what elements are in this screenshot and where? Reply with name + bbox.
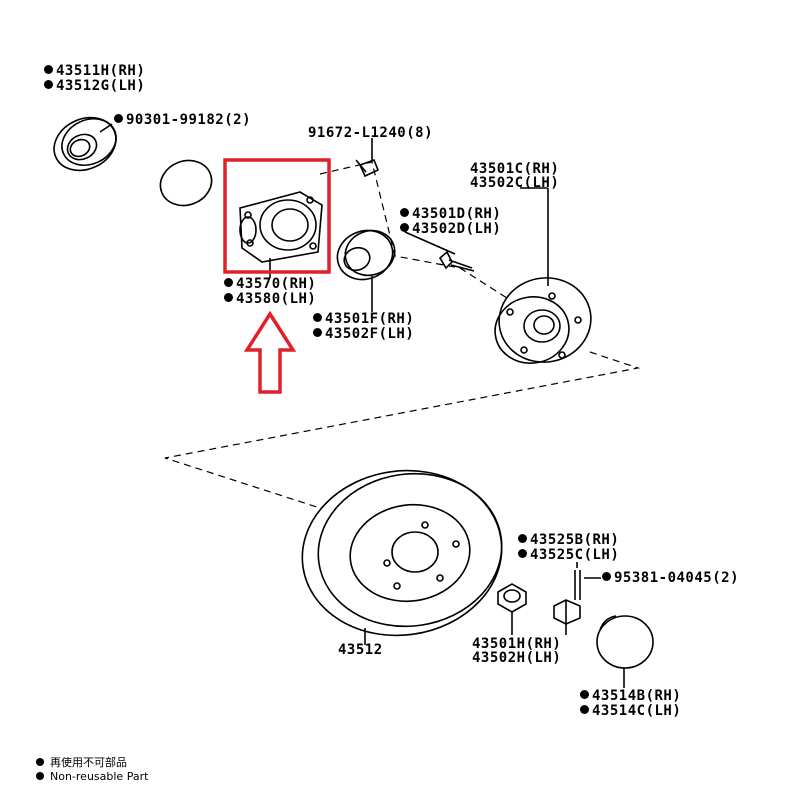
hub-seal-part xyxy=(336,229,396,281)
part-label-cap-rh: 43514B(RH) xyxy=(580,689,681,704)
part-label-disc: 43512 xyxy=(338,642,383,658)
cotter-pin-part xyxy=(574,570,581,600)
part-label-hub-rh: 43501C(RH) xyxy=(470,161,560,177)
non-reusable-dot-icon xyxy=(518,534,527,543)
non-reusable-dot-icon xyxy=(36,772,44,780)
non-reusable-dot-icon xyxy=(44,80,53,89)
top-bolt-part xyxy=(355,158,380,178)
assembly-dashed-lines xyxy=(164,161,641,509)
non-reusable-dot-icon xyxy=(580,690,589,699)
o-ring-part xyxy=(159,159,213,207)
part-label-nut-rh: 43501H(RH) xyxy=(472,636,562,652)
legend-english: Non-reusable Part xyxy=(36,770,148,783)
non-reusable-dot-icon xyxy=(400,208,409,217)
part-label-hubseal-rh: 43501F(RH) xyxy=(313,312,414,327)
hub-bolt-part xyxy=(438,250,475,272)
part-label-bearing-lh: 43580(LH) xyxy=(224,292,316,307)
part-label-pin-lh: 43525C(LH) xyxy=(518,548,619,563)
part-label-bolt: 91672-L1240(8) xyxy=(308,125,434,141)
part-label-oring: 90301-99182(2) xyxy=(114,113,251,128)
part-label-hubbolt-lh: 43502D(LH) xyxy=(400,222,501,237)
part-label-pin-rh: 43525B(RH) xyxy=(518,533,619,548)
non-reusable-dot-icon xyxy=(114,114,123,123)
lock-nut-part xyxy=(553,599,581,625)
non-reusable-dot-icon xyxy=(36,758,44,766)
axle-hub-part xyxy=(494,277,592,364)
hub-nut-part xyxy=(497,583,527,613)
part-label-seal-lh: 43512G(LH) xyxy=(44,79,145,94)
part-label-hub-lh: 43502C(LH) xyxy=(470,175,560,191)
non-reusable-dot-icon xyxy=(313,328,322,337)
up-arrow-icon xyxy=(243,310,297,394)
part-label-hubseal-lh: 43502F(LH) xyxy=(313,327,414,342)
grease-cap-part xyxy=(596,615,654,669)
non-reusable-dot-icon xyxy=(602,572,611,581)
part-label-cotter: 95381-04045(2) xyxy=(602,571,739,586)
highlight-box xyxy=(223,158,331,274)
non-reusable-dot-icon xyxy=(313,313,322,322)
hub-bearing-part xyxy=(239,191,323,263)
non-reusable-dot-icon xyxy=(400,223,409,232)
legend-chinese: 再使用不可部品 xyxy=(36,754,127,770)
oil-seal-part xyxy=(53,116,117,172)
non-reusable-dot-icon xyxy=(518,549,527,558)
part-label-seal-rh: 43511H(RH) xyxy=(44,64,145,79)
non-reusable-dot-icon xyxy=(44,65,53,74)
non-reusable-dot-icon xyxy=(224,293,233,302)
part-label-cap-lh: 43514C(LH) xyxy=(580,704,681,719)
non-reusable-dot-icon xyxy=(580,705,589,714)
non-reusable-dot-icon xyxy=(224,278,233,287)
part-label-nut-lh: 43502H(LH) xyxy=(472,650,562,666)
part-label-hubbolt-rh: 43501D(RH) xyxy=(400,207,501,222)
part-label-bearing-rh: 43570(RH) xyxy=(224,277,316,292)
brake-disc-part xyxy=(301,469,503,637)
